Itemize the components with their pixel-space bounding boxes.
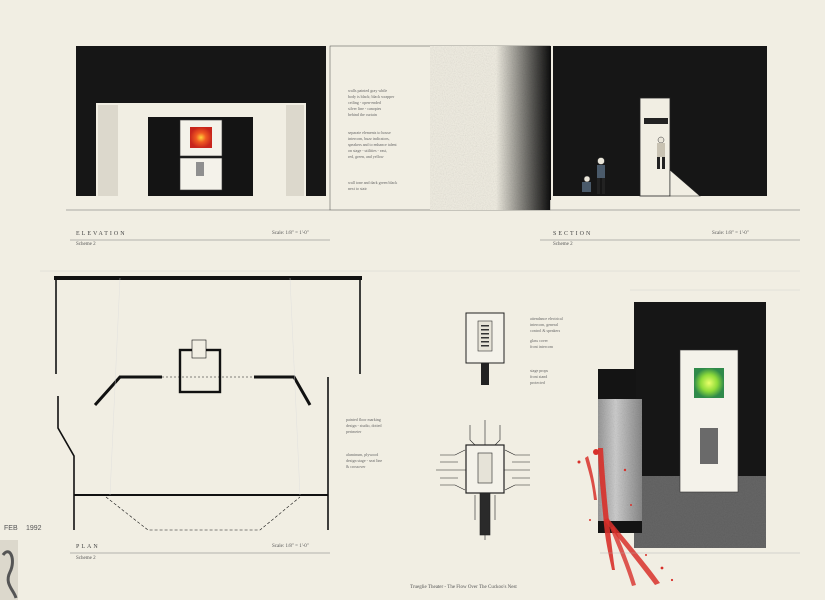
plan-note-1: painted floor marking design - studio, d… [346,417,382,434]
detail-chip-drawing [436,420,530,540]
plan-title: PLAN [76,544,100,550]
elevation-note-2: separate elements to house intercom, buz… [348,130,397,159]
footer-caption: Trueglie Theater - The Flow Over The Cuc… [410,585,517,590]
perspective-drawing [577,302,766,586]
section-scheme: Scheme 2 [553,242,573,247]
elevation-title: ELEVATION [76,231,127,237]
elevation-note-3: wall tone and dark green black next to s… [348,180,398,191]
elevation-scale: Scale: 1/8" = 1'-0" [272,231,309,236]
elevation-note-1: walls painted gray while body is black; … [348,88,395,117]
detail-note-3: stage props front stand protected [530,368,549,385]
detail-panel-drawing [465,312,505,385]
date-stamp-year: 1992 [26,525,42,532]
section-title: SECTION [553,231,593,237]
detail-note-1: attendance electrical intercom, general … [530,316,563,333]
plan-drawing [54,276,362,531]
section-drawing [329,45,800,211]
detail-note-2: glass cover front intercom [530,338,553,349]
section-scale: Scale: 1/8" = 1'-0" [712,231,749,236]
date-stamp-month: FEB [4,525,18,532]
elevation-scheme: Scheme 2 [76,242,96,247]
plan-scheme: Scheme 2 [76,556,96,561]
elevation-drawing [66,46,330,211]
plan-note-2: aluminum, plywood design stage - seat li… [346,452,383,469]
plan-scale: Scale: 1/8" = 1'-0" [272,544,309,549]
